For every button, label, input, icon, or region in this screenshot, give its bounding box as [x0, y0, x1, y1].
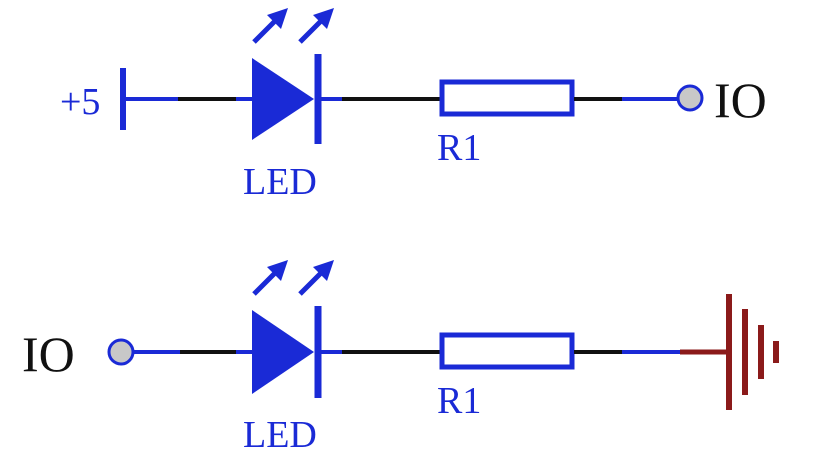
led-symbol-top	[236, 8, 342, 144]
supply-label: +5	[60, 81, 100, 123]
light-arrow-icon	[298, 8, 334, 44]
ground-icon	[680, 294, 779, 410]
circuit-top: +5 LED R1 IO	[60, 8, 767, 203]
light-arrow-icon	[252, 260, 288, 296]
supply-rail-symbol	[120, 68, 178, 130]
led-symbol-bottom	[236, 260, 342, 398]
circuit-bottom: IO LED R1	[22, 260, 779, 454]
resistor-label-top: R1	[437, 127, 481, 169]
io-terminal-top	[676, 84, 704, 112]
io-label-bottom: IO	[22, 326, 75, 382]
led-label-top: LED	[243, 161, 317, 203]
io-label-top: IO	[714, 72, 767, 128]
io-terminal-bottom	[107, 338, 135, 366]
led-label-bottom: LED	[243, 414, 317, 454]
resistor-label-bottom: R1	[437, 380, 481, 422]
light-arrow-icon	[298, 260, 334, 296]
resistor-symbol-top	[439, 79, 575, 117]
light-arrow-icon	[252, 8, 288, 44]
resistor-symbol-bottom	[439, 332, 575, 370]
